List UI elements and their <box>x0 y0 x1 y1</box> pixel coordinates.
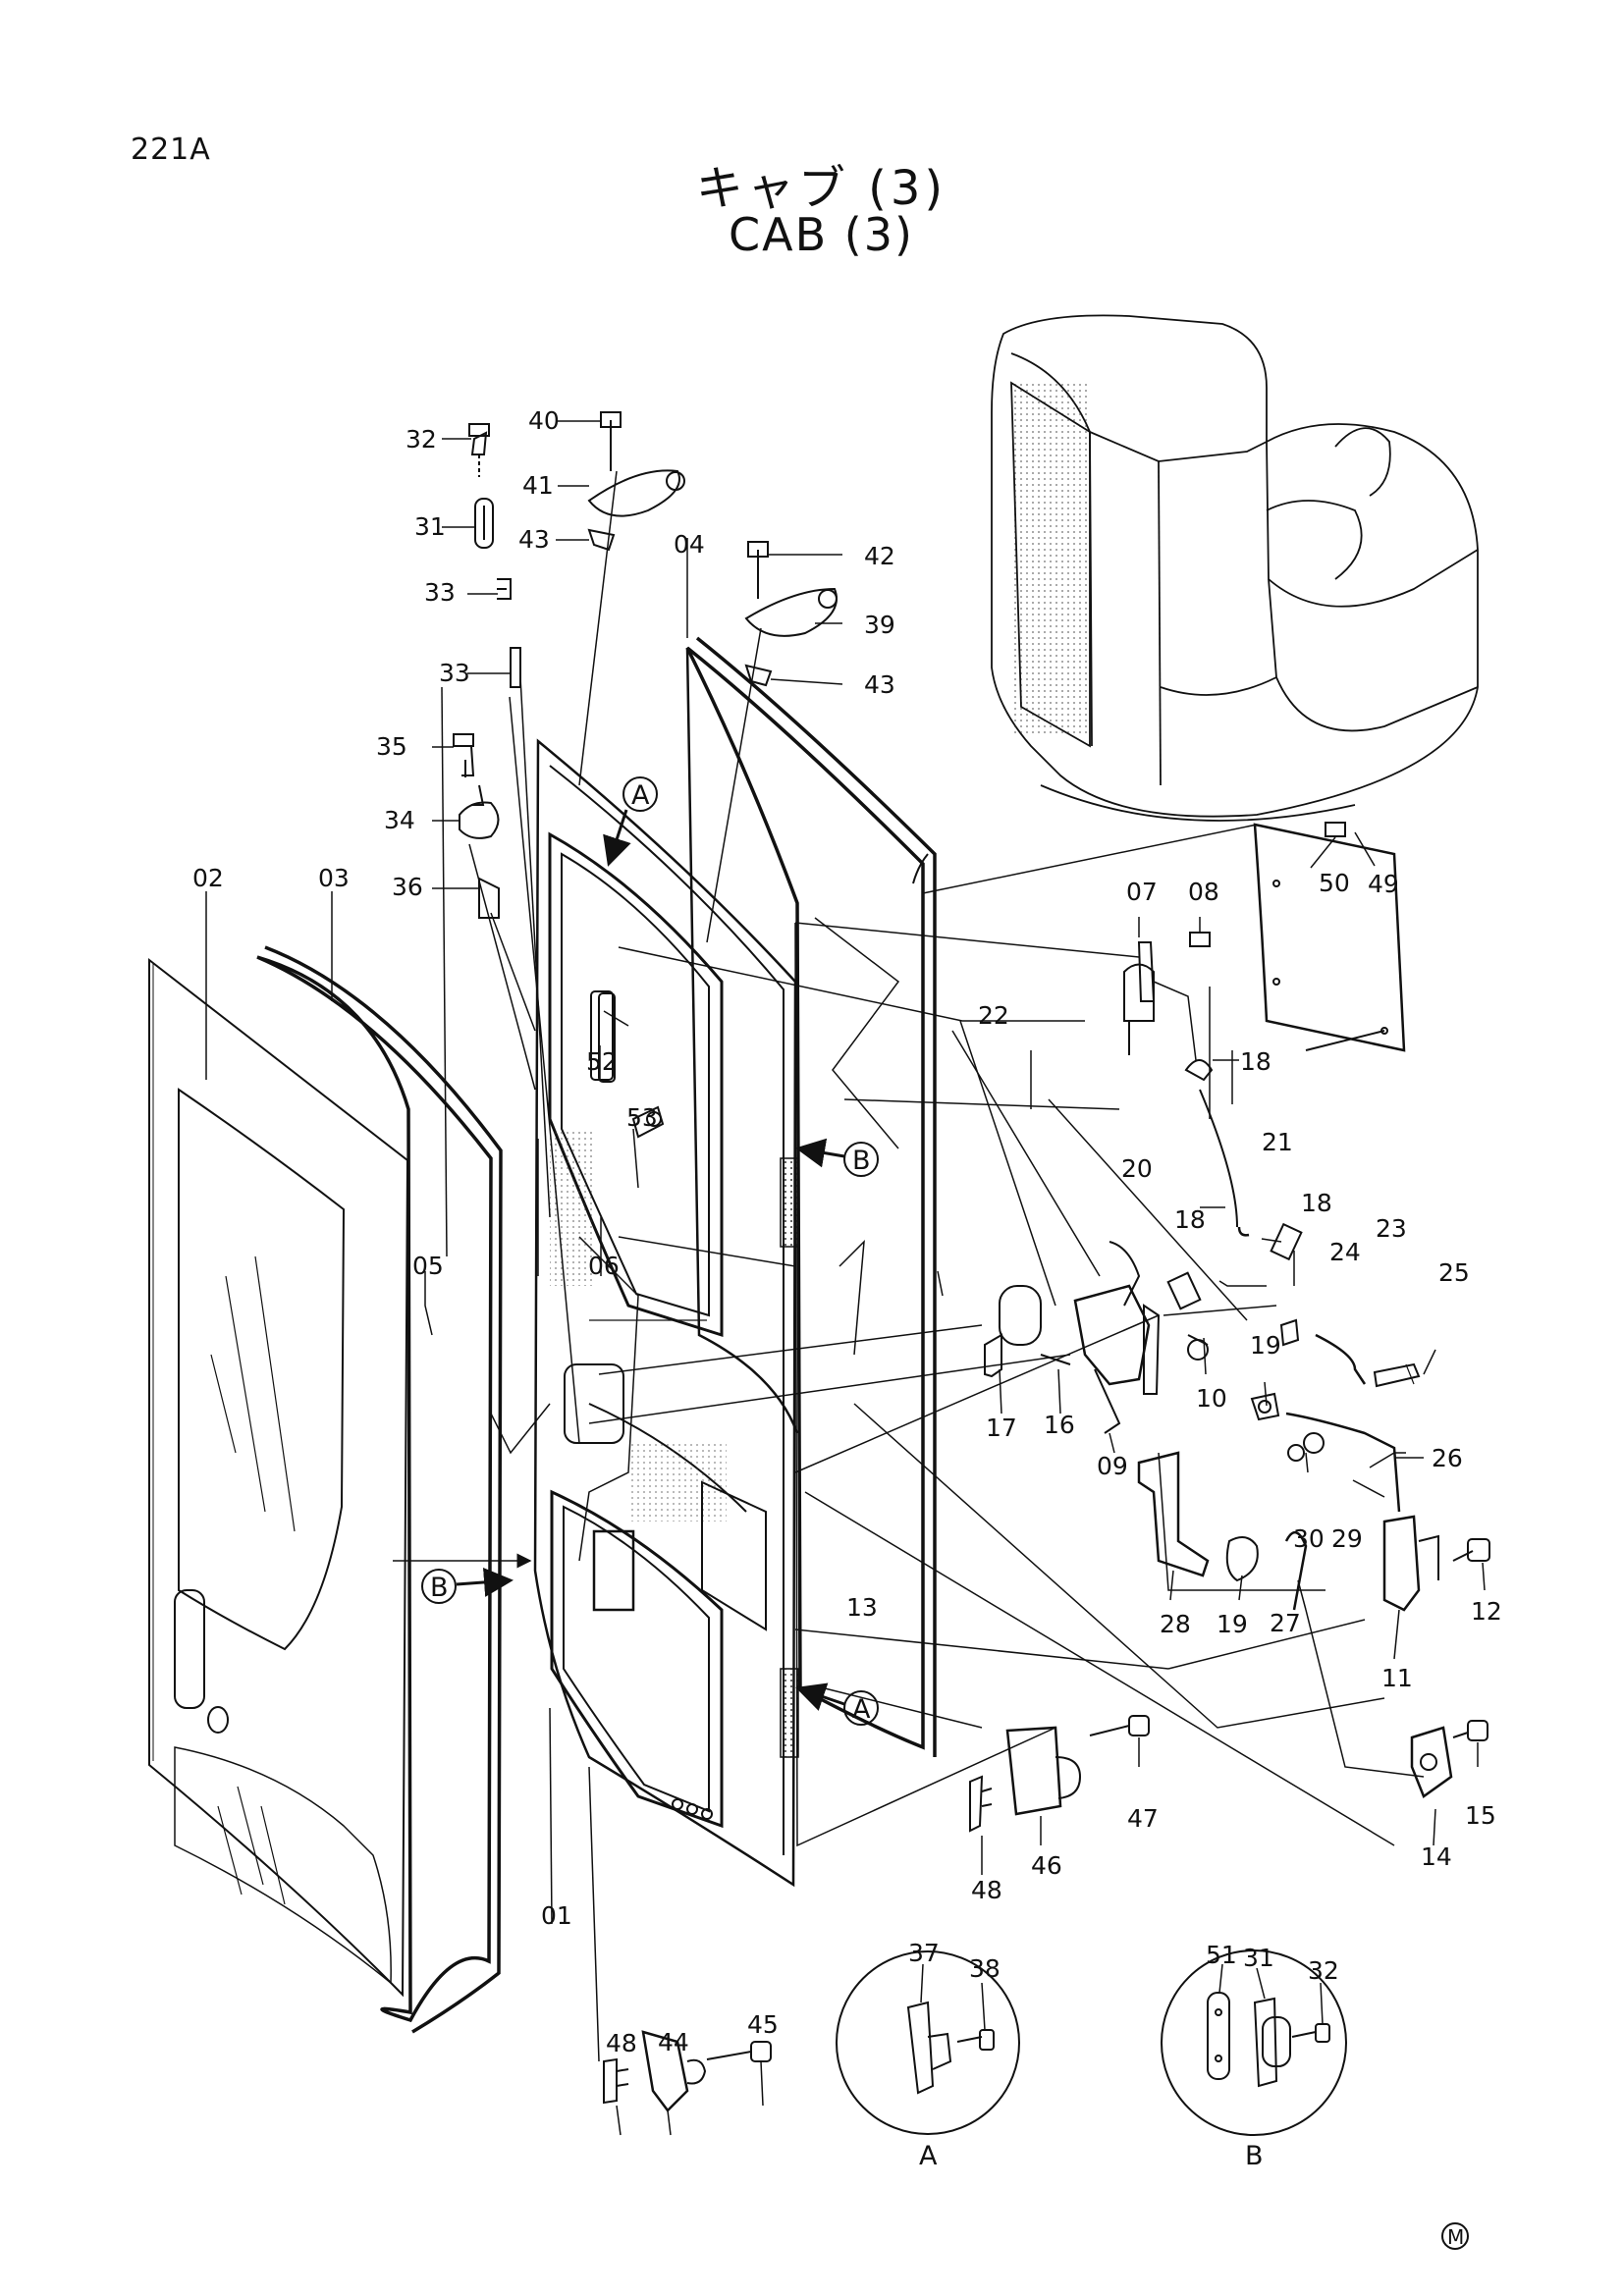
hinge-parts <box>603 1715 1150 2112</box>
detail-a-part-37: 37 <box>908 1939 940 1967</box>
callout-labels: 01 02 03 04 05 06 07 08 09 10 11 12 13 1… <box>192 406 1502 2057</box>
callout-12: 12 <box>1471 1597 1502 1626</box>
callout-48b: 48 <box>606 2029 637 2057</box>
callout-27: 27 <box>1270 1609 1301 1637</box>
detail-labels: A 37 38 B 51 31 32 <box>908 1939 1339 2171</box>
corner-mark-letter: M <box>1447 2225 1464 2249</box>
page-number: 221A <box>131 133 211 167</box>
callout-01: 01 <box>541 1901 572 1930</box>
detail-a-label: A <box>919 2141 938 2171</box>
callout-20: 20 <box>1121 1154 1153 1183</box>
detail-a-part-38: 38 <box>969 1954 1001 1983</box>
callout-41: 41 <box>522 471 554 500</box>
callout-29: 29 <box>1331 1524 1363 1553</box>
callout-48a: 48 <box>971 1876 1002 1904</box>
callout-16: 16 <box>1044 1411 1075 1439</box>
detail-b-part-31: 31 <box>1243 1944 1274 1972</box>
detail-b-circle <box>1161 1949 1347 2136</box>
title-english: CAB (3) <box>729 208 914 261</box>
callout-25: 25 <box>1438 1258 1470 1287</box>
detail-b-label: B <box>1245 2141 1264 2171</box>
callout-08: 08 <box>1188 878 1219 906</box>
callout-02: 02 <box>192 864 224 892</box>
callout-24: 24 <box>1329 1238 1361 1266</box>
callout-22: 22 <box>978 1001 1009 1030</box>
callout-28: 28 <box>1160 1610 1191 1638</box>
callout-50: 50 <box>1319 869 1350 897</box>
callout-18c: 18 <box>1301 1189 1332 1217</box>
door-frame <box>533 738 799 1888</box>
callout-05: 05 <box>412 1252 444 1280</box>
marker-a-upper: A <box>631 780 650 811</box>
callout-13: 13 <box>846 1593 878 1622</box>
callout-07: 07 <box>1126 878 1158 906</box>
callout-43b: 43 <box>864 670 895 699</box>
callout-32: 32 <box>406 425 437 454</box>
detail-b-parts <box>1207 1992 1330 2088</box>
callout-34: 34 <box>384 806 415 834</box>
latch-linkage-parts <box>984 822 1490 1798</box>
callout-17: 17 <box>986 1414 1017 1442</box>
callout-11: 11 <box>1381 1664 1413 1692</box>
marker-b-lower: B <box>430 1573 449 1603</box>
view-marker-circles <box>421 776 1469 2250</box>
callout-26: 26 <box>1432 1444 1463 1472</box>
callout-15: 15 <box>1465 1801 1496 1830</box>
callout-14: 14 <box>1421 1842 1452 1871</box>
callout-44: 44 <box>658 2028 689 2056</box>
callout-40: 40 <box>528 406 560 435</box>
view-marker-arrows <box>456 809 845 1711</box>
callout-19a: 19 <box>1250 1331 1281 1360</box>
callout-03: 03 <box>318 864 350 892</box>
callout-30: 30 <box>1293 1524 1325 1553</box>
callout-21: 21 <box>1262 1128 1293 1156</box>
door-seal <box>256 945 503 2034</box>
callout-10: 10 <box>1196 1384 1227 1413</box>
callout-53: 53 <box>626 1103 658 1132</box>
callout-23: 23 <box>1376 1214 1407 1243</box>
title-japanese: キャブ (3) <box>695 161 947 216</box>
callout-43a: 43 <box>518 525 550 554</box>
callout-04: 04 <box>674 530 705 559</box>
callout-35: 35 <box>376 732 407 761</box>
cab-location-illustration <box>991 314 1479 822</box>
callout-33b: 33 <box>439 659 470 687</box>
detail-a-circle <box>836 1950 1020 2135</box>
callout-42: 42 <box>864 542 895 570</box>
callout-18b: 18 <box>1174 1205 1206 1234</box>
reference-lines <box>441 470 1425 2062</box>
marker-a-lower: A <box>852 1694 871 1725</box>
callout-19b: 19 <box>1217 1610 1248 1638</box>
detail-a-parts <box>906 2001 995 2095</box>
leader-lines <box>205 420 1486 2136</box>
callout-33a: 33 <box>424 578 456 607</box>
door-glass-panel <box>148 957 409 1998</box>
marker-b-upper: B <box>852 1146 871 1176</box>
callout-31: 31 <box>414 512 446 541</box>
callout-06: 06 <box>588 1252 620 1280</box>
view-marker-labels: A A B B <box>430 780 871 1725</box>
upper-bracket-parts <box>453 411 838 1139</box>
callout-49: 49 <box>1368 870 1399 898</box>
callout-46: 46 <box>1031 1851 1062 1880</box>
callout-47: 47 <box>1127 1804 1159 1833</box>
callout-52: 52 <box>586 1047 618 1076</box>
callout-18a: 18 <box>1240 1047 1271 1076</box>
frame-seal <box>685 636 937 1757</box>
callout-39: 39 <box>864 611 895 639</box>
callout-09: 09 <box>1097 1452 1128 1480</box>
callout-36: 36 <box>392 873 423 901</box>
detail-b-part-51: 51 <box>1206 1941 1237 1969</box>
detail-b-part-32: 32 <box>1308 1956 1339 1985</box>
callout-45: 45 <box>747 2010 779 2039</box>
